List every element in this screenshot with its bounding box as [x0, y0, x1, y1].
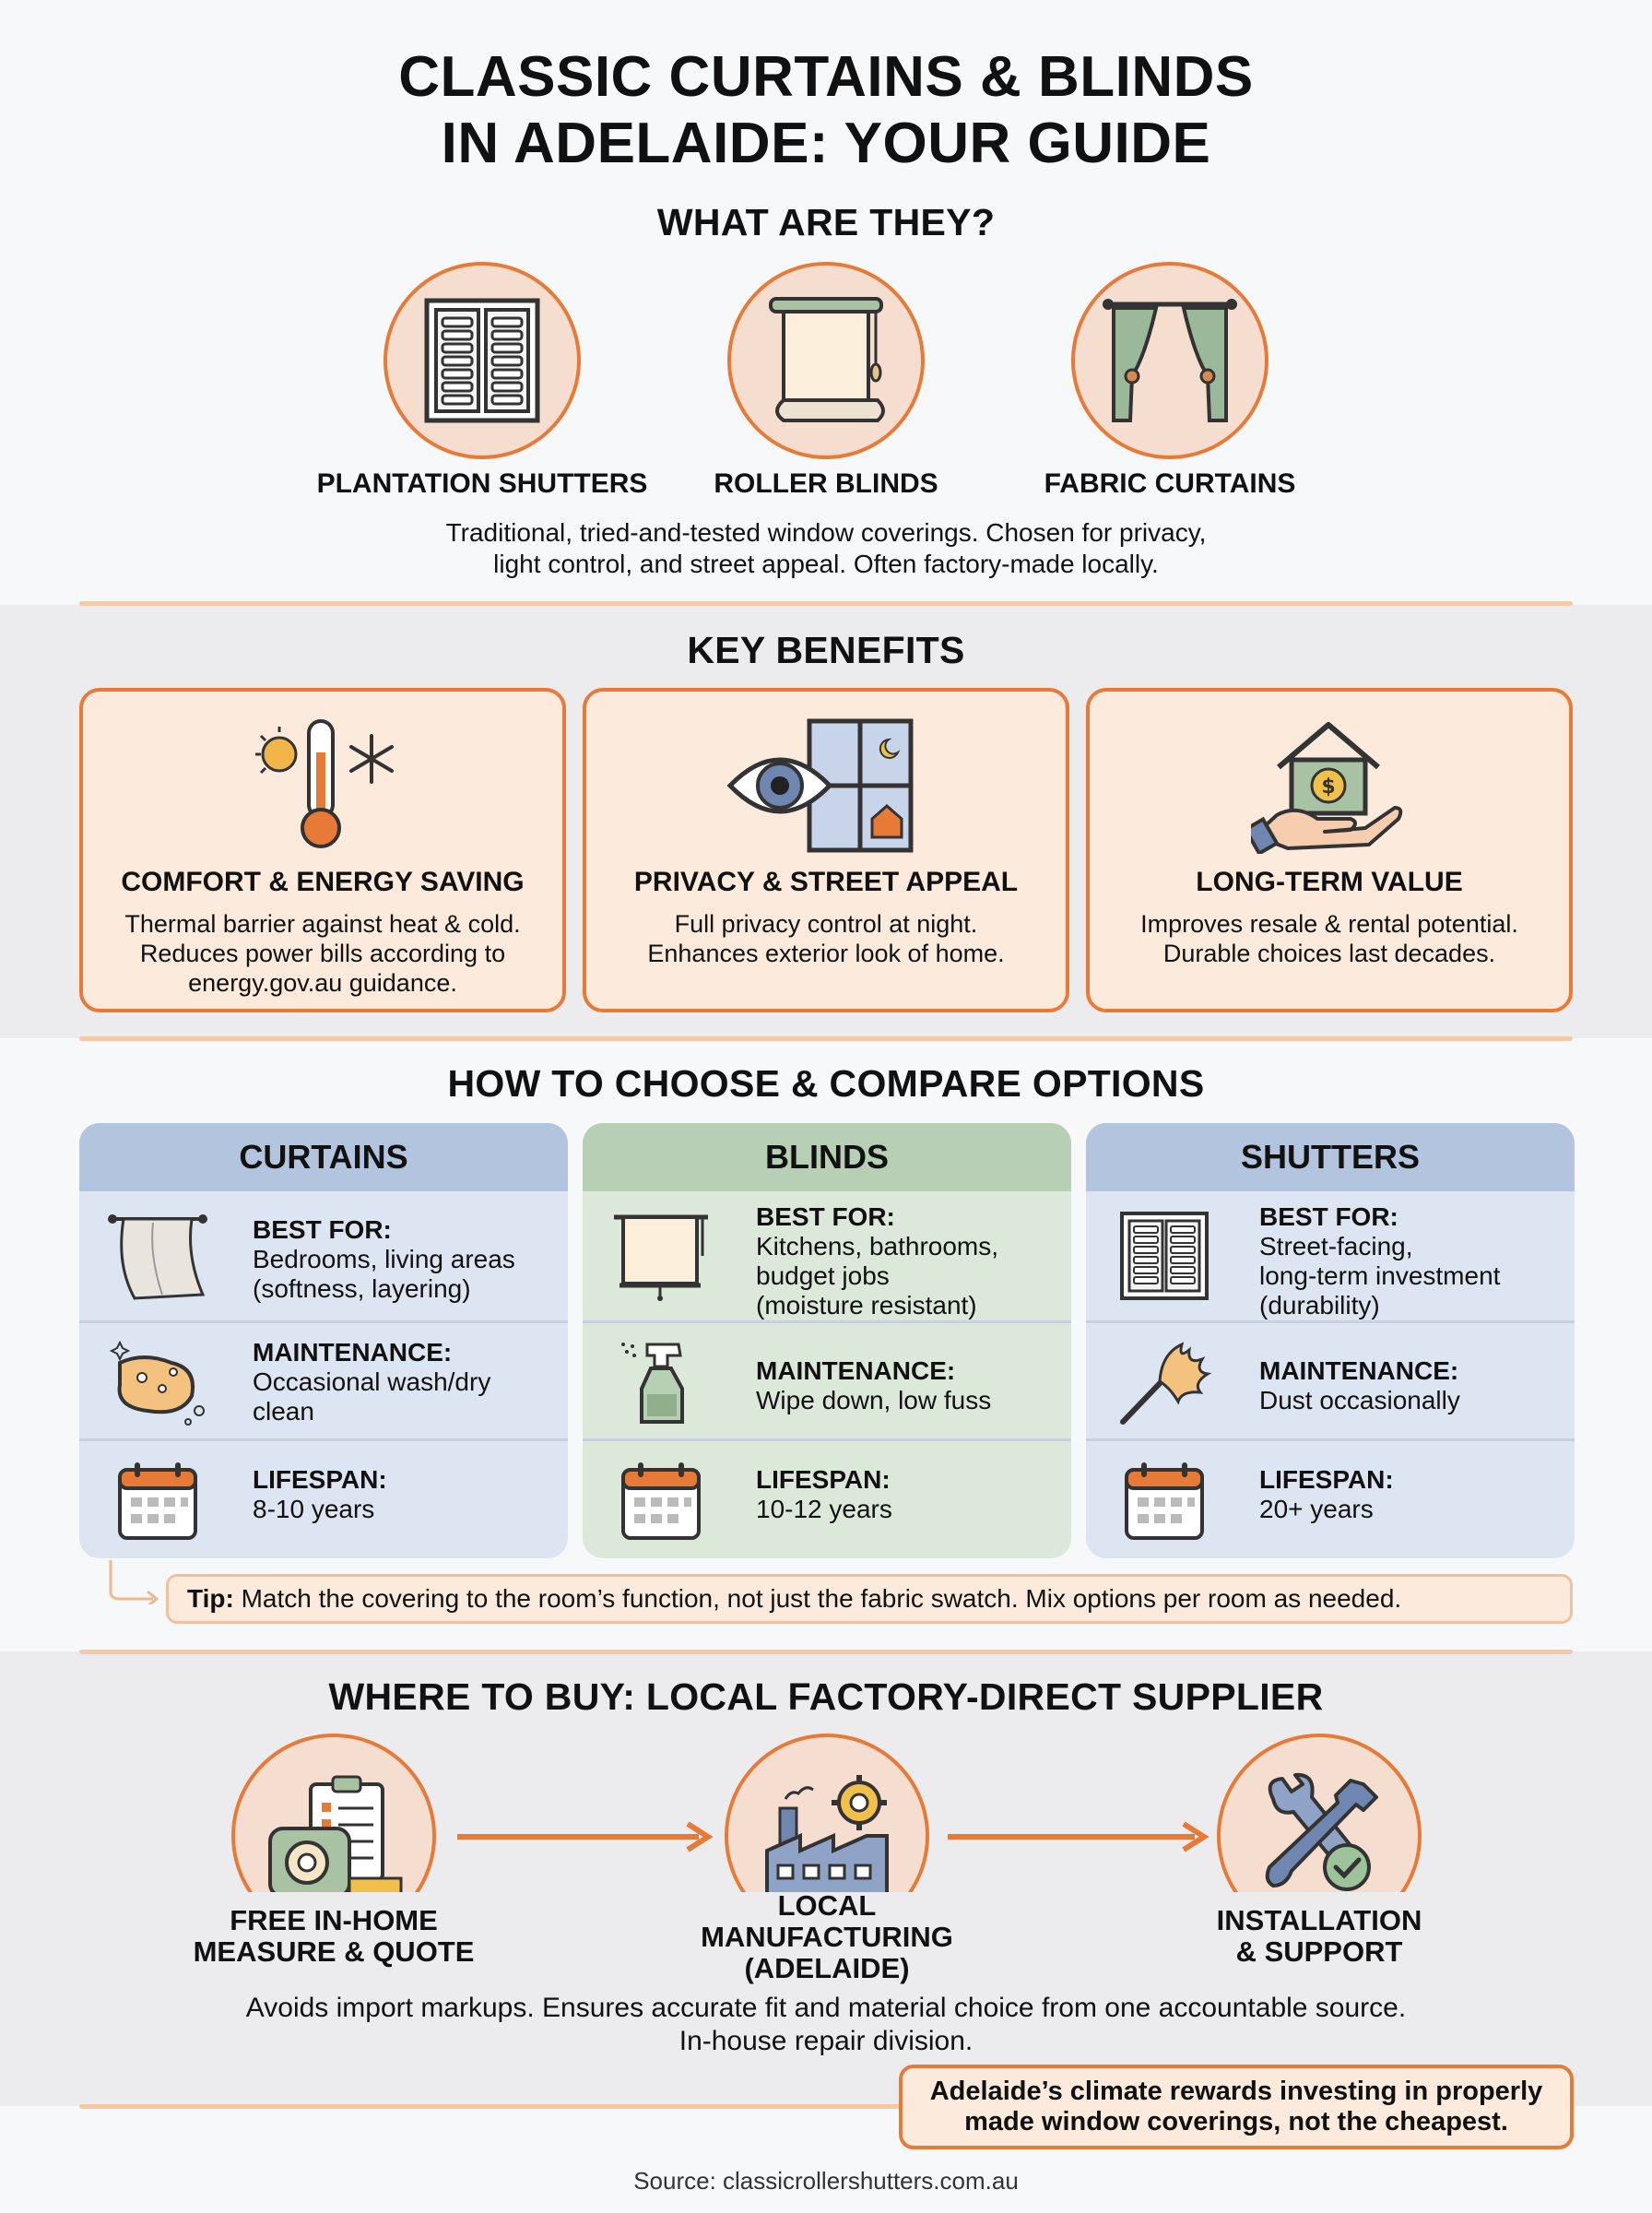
- maintenance-row: MAINTENANCE: Occasional wash/dry clean: [79, 1320, 568, 1438]
- compare-card-blinds: BLINDS BEST FOR: Kitchens, bathrooms, bu…: [583, 1123, 1071, 1558]
- arrow-right-icon: [948, 1821, 1210, 1852]
- source-credit: Source: classicrollershutters.com.au: [633, 2167, 1019, 2195]
- spray-bottle-icon: [621, 1342, 684, 1424]
- lifespan-row: LIFESPAN: 8-10 years: [79, 1438, 568, 1558]
- curtain-rod-icon: [108, 1214, 207, 1300]
- tip-label: Tip:: [187, 1584, 234, 1613]
- shutter-icon: [424, 298, 540, 423]
- divider: [79, 601, 1573, 606]
- circle-mask: [221, 1892, 1438, 1947]
- clipboard-tape-icon: [268, 1775, 403, 1899]
- shutter-icon: [1120, 1212, 1209, 1300]
- sponge-icon: [109, 1340, 205, 1426]
- benefit-desc: Thermal barrier against heat & cold. Red…: [124, 910, 521, 997]
- benefit-title: PRIVACY & STREET APPEAL: [633, 867, 1019, 897]
- shutter-circle: [384, 262, 581, 459]
- card-header: BLINDS: [583, 1123, 1071, 1191]
- benefit-card-value: $ LONG-TERM VALUE Improves resale & rent…: [1086, 688, 1573, 1012]
- benefit-title: LONG-TERM VALUE: [1196, 867, 1463, 897]
- type-label-roller: ROLLER BLINDS: [714, 468, 938, 499]
- house-hand-icon: $: [1251, 722, 1403, 854]
- maintenance-row: MAINTENANCE: Dust occasionally: [1086, 1320, 1575, 1438]
- page-title: CLASSIC CURTAINS & BLINDS IN ADELAIDE: Y…: [0, 44, 1652, 177]
- step-label-measure: FREE IN-HOME MEASURE & QUOTE: [193, 1904, 475, 1968]
- best-for-row: BEST FOR: Street-facing, long-term inves…: [1086, 1191, 1575, 1320]
- curtain-icon: [1103, 299, 1237, 422]
- type-label-shutters: PLANTATION SHUTTERS: [316, 468, 648, 499]
- svg-text:$: $: [1321, 775, 1335, 799]
- divider: [79, 1650, 1573, 1654]
- lifespan-row: LIFESPAN: 10-12 years: [583, 1438, 1071, 1558]
- step-label-factory: LOCAL MANUFACTURING (ADELAIDE): [701, 1889, 953, 1984]
- arrow-right-icon: [457, 1821, 714, 1852]
- calendar-icon: [1125, 1462, 1204, 1540]
- tip-arrow-icon: [109, 1560, 159, 1604]
- benefit-desc: Improves resale & rental potential. Dura…: [1140, 910, 1518, 967]
- calendar-icon: [621, 1462, 701, 1540]
- benefit-card-privacy: PRIVACY & STREET APPEAL Full privacy con…: [583, 688, 1069, 1012]
- climate-callout: Adelaide’s climate rewards investing in …: [899, 2065, 1574, 2149]
- what-heading: WHAT ARE THEY?: [656, 201, 996, 243]
- best-for-row: BEST FOR: Bedrooms, living areas (softne…: [79, 1191, 568, 1320]
- title-line-1: CLASSIC CURTAINS & BLINDS: [398, 45, 1254, 109]
- feather-duster-icon: [1120, 1341, 1212, 1425]
- maintenance-row: MAINTENANCE: Wipe down, low fuss: [583, 1320, 1071, 1438]
- compare-card-shutters: SHUTTERS BEST FOR: Street-facing, long-t…: [1086, 1123, 1575, 1558]
- tip-box: Tip: Match the covering to the room’s fu…: [166, 1574, 1573, 1624]
- card-header: SHUTTERS: [1086, 1123, 1575, 1191]
- title-line-2: IN ADELAIDE: YOUR GUIDE: [441, 112, 1211, 175]
- roller-circle: [727, 262, 925, 459]
- benefit-title: COMFORT & ENERGY SAVING: [121, 867, 525, 897]
- roller-blind-icon: [769, 297, 885, 422]
- curtain-circle: [1071, 262, 1268, 459]
- lifespan-row: LIFESPAN: 20+ years: [1086, 1438, 1575, 1558]
- card-header: CURTAINS: [79, 1123, 568, 1191]
- step-label-install: INSTALLATION & SUPPORT: [1216, 1904, 1422, 1968]
- benefits-heading: KEY BENEFITS: [687, 629, 965, 671]
- divider: [79, 2104, 909, 2109]
- benefit-card-comfort: COMFORT & ENERGY SAVING Thermal barrier …: [79, 688, 566, 1012]
- calendar-icon: [118, 1462, 197, 1540]
- tip-text: Match the covering to the room’s functio…: [233, 1584, 1402, 1613]
- factory-icon: [765, 1775, 889, 1897]
- compare-heading: HOW TO CHOOSE & COMPARE OPTIONS: [447, 1062, 1205, 1105]
- benefit-desc: Full privacy control at night. Enhances …: [647, 910, 1005, 967]
- best-for-row: BEST FOR: Kitchens, bathrooms, budget jo…: [583, 1191, 1071, 1320]
- wrench-screwdriver-icon: [1265, 1772, 1378, 1891]
- type-label-curtains: FABRIC CURTAINS: [1044, 468, 1296, 499]
- what-description: Traditional, tried-and-tested window cov…: [445, 518, 1207, 578]
- buy-description: Avoids import markups. Ensures accurate …: [245, 1993, 1407, 2056]
- buy-heading: WHERE TO BUY: LOCAL FACTORY-DIRECT SUPPL…: [328, 1675, 1324, 1718]
- compare-card-curtains: CURTAINS BEST FOR: Bedrooms, living area…: [79, 1123, 568, 1558]
- thermometer-icon: [255, 719, 394, 848]
- roller-blind-icon: [614, 1214, 708, 1301]
- divider: [79, 1036, 1573, 1041]
- eye-window-icon: [726, 718, 914, 853]
